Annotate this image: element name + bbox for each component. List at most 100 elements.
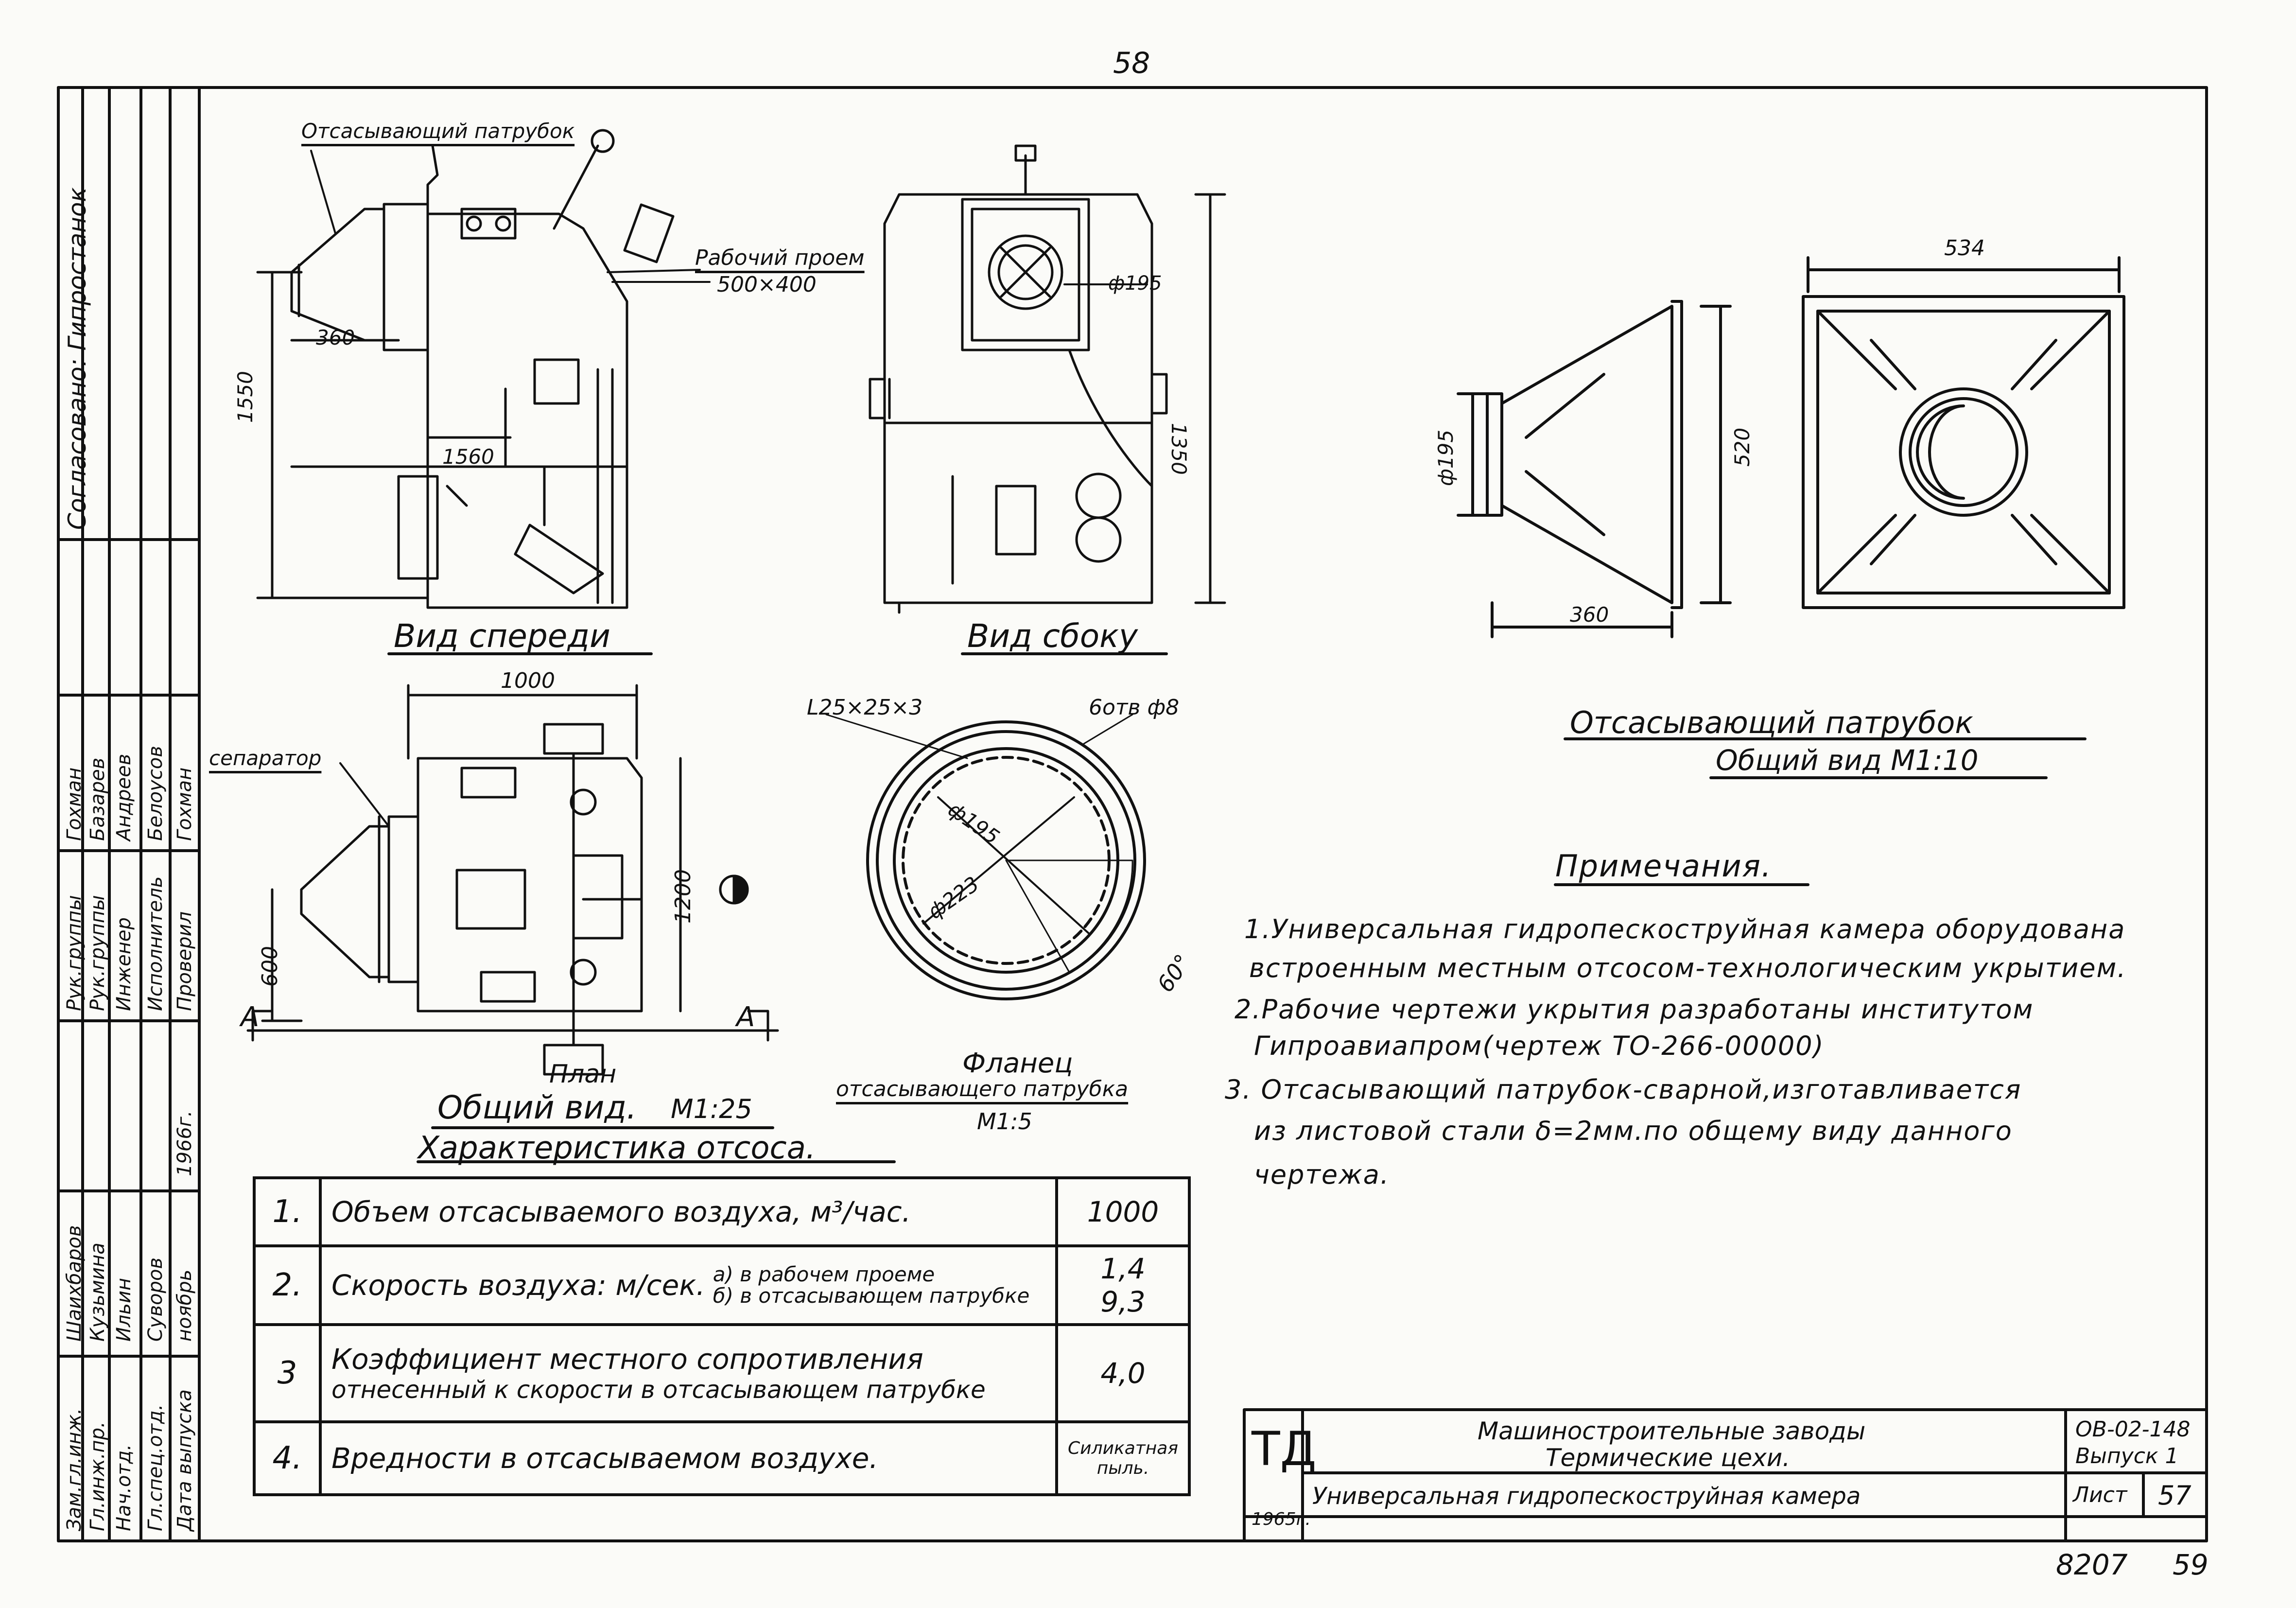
- dim-plan-600: 600: [258, 946, 282, 987]
- dim-plan-1200: 1200: [671, 869, 696, 924]
- flange-holes-label: 6отв ф8: [1089, 695, 1180, 720]
- row-value: 4,0: [1055, 1323, 1191, 1423]
- title-block-logo: ТД: [1252, 1422, 1317, 1476]
- notes-heading: Примечания.: [1555, 848, 1772, 884]
- table-row: 1. Объем отсасываемого воздуха, м³/час. …: [253, 1176, 1191, 1247]
- nozzle-front-view: [1802, 256, 2125, 609]
- row-number: 3: [253, 1323, 322, 1423]
- bottom-right-number: 59: [2173, 1548, 2209, 1581]
- work-opening-size: 500×400: [717, 272, 817, 297]
- dim-nozzle-520: 520: [1730, 427, 1754, 467]
- stamp-name2-3: Андреев: [113, 753, 135, 841]
- row-desc: Вредности в отсасываемом воздухе.: [318, 1420, 1059, 1496]
- dim-nozzle-534: 534: [1944, 236, 1985, 261]
- suction-nozzle-label: Отсасывающий патрубок: [301, 119, 575, 143]
- dim-plan-1000: 1000: [501, 668, 555, 693]
- flange-subtitle: отсасывающего патрубка: [836, 1077, 1129, 1101]
- nozzle-side-view: [1457, 300, 1732, 638]
- stamp-name-4: Суворов: [144, 1257, 167, 1342]
- title-block-frame: [1243, 1408, 2208, 1542]
- side-view-title: Вид сбоку: [967, 617, 1138, 655]
- characteristics-title: Характеристика отсоса.: [418, 1130, 816, 1166]
- bottom-left-number: 8207: [2056, 1548, 2128, 1581]
- section-a-right: А: [736, 1001, 755, 1033]
- flange-title: Фланец: [962, 1048, 1073, 1079]
- stamp-role2-2: Рук.группы: [87, 895, 109, 1011]
- general-view-title: Общий вид.: [437, 1089, 637, 1126]
- row-value: 1000: [1055, 1176, 1191, 1247]
- side-view: [869, 144, 1226, 614]
- dim-front-1560: 1560: [442, 445, 494, 469]
- row-number: 1.: [253, 1176, 322, 1247]
- flange-scale: М1:5: [977, 1108, 1032, 1135]
- work-opening-label: Рабочий проем: [695, 245, 865, 270]
- section-a-left: А: [241, 1001, 260, 1033]
- separator-label: сепаратор: [209, 746, 322, 770]
- note-line-7: чертежа.: [1254, 1159, 1390, 1190]
- row-desc: Скорость воздуха: м/сек. а) в рабочем пр…: [318, 1244, 1059, 1326]
- stamp-name2-4: Белоусов: [144, 746, 167, 841]
- title-block-org-2: Термические цехи.: [1546, 1444, 1791, 1472]
- stamp-name2-2: Базарев: [87, 757, 109, 841]
- title-block-year: 1965г.: [1252, 1509, 1311, 1529]
- characteristics-table: 1. Объем отсасываемого воздуха, м³/час. …: [253, 1176, 1191, 1496]
- flange-angle-label: L25×25×3: [807, 695, 923, 720]
- plan-label: План: [549, 1060, 617, 1089]
- title-block-title: Универсальная гидропескоструйная камера: [1312, 1483, 1861, 1510]
- front-view-title: Вид спереди: [394, 617, 610, 655]
- dim-front-360: 360: [316, 326, 355, 350]
- general-view-scale: М1:25: [671, 1094, 752, 1124]
- row-number: 2.: [253, 1244, 322, 1326]
- plan-view: [246, 684, 779, 1076]
- front-view: [256, 129, 675, 609]
- title-block-sheet-no: 57: [2158, 1480, 2192, 1511]
- nozzle-subtitle: Общий вид М1:10: [1716, 744, 1979, 777]
- row-value: Силикатная пыль.: [1055, 1420, 1191, 1496]
- row-desc: Коэффициент местного сопротивления отнес…: [318, 1323, 1059, 1423]
- dim-nozzle-360: 360: [1570, 603, 1609, 627]
- stamp-name2-5: Гохман: [174, 767, 196, 841]
- stamp-role-4: Гл.спец.отд.: [144, 1404, 167, 1531]
- stamp-role-2: Гл.инж.пр.: [87, 1421, 109, 1531]
- stamp-role2-4: Исполнитель: [144, 876, 167, 1011]
- note-line-6: из листовой стали δ=2мм.по общему виду д…: [1254, 1116, 2013, 1146]
- row-value: 1,4 9,3: [1055, 1244, 1191, 1326]
- stamp-name-3: Ильин: [113, 1277, 135, 1342]
- table-row: 4. Вредности в отсасываемом воздухе. Сил…: [253, 1420, 1191, 1496]
- stamp-role-1: Зам.гл.инж.: [63, 1408, 86, 1531]
- dim-front-1550: 1550: [233, 371, 257, 423]
- title-block-code: ОВ-02-148: [2075, 1417, 2191, 1442]
- title-block-org-1: Машиностроительные заводы: [1478, 1417, 1866, 1445]
- note-line-5: 3. Отсасывающий патрубок-сварной,изготав…: [1225, 1074, 2022, 1105]
- stamp-name2-1: Гохман: [63, 767, 86, 841]
- stamp-role2-3: Инженер: [113, 917, 135, 1011]
- flange-view: [825, 714, 1146, 1000]
- stamp-role2-1: Рук.группы: [63, 895, 86, 1011]
- row-number: 4.: [253, 1420, 322, 1496]
- stamp-agreed: Согласовано: Гипростанок: [63, 187, 91, 530]
- dim-nozzle-d195: ф195: [1434, 429, 1458, 486]
- nozzle-title: Отсасывающий патрубок: [1570, 705, 1973, 740]
- stamp-role-3: Нач.отд.: [113, 1444, 135, 1531]
- speed-label: Скорость воздуха: м/сек.: [331, 1269, 705, 1302]
- stamp-name-1: Шаихбаров: [63, 1225, 86, 1342]
- note-line-4: Гипроавиапром(чертеж ТО-266-00000): [1254, 1031, 1825, 1061]
- speed-subitems: а) в рабочем проеме б) в отсасывающем па…: [713, 1262, 1030, 1308]
- note-line-3: 2.Рабочие чертежи укрытия разработаны ин…: [1235, 994, 2034, 1025]
- dim-side-1350: 1350: [1167, 423, 1191, 475]
- stamp-name-5: ноябрь: [174, 1269, 196, 1342]
- note-line-1: 1.Универсальная гидропескоструйная камер…: [1244, 914, 2126, 944]
- page-number: 58: [1113, 46, 1150, 80]
- note-line-2: встроенным местным отсосом-технологическ…: [1249, 953, 2127, 983]
- stamp-role-5: Дата выпуска: [174, 1389, 196, 1531]
- stamp-date: 1966г.: [174, 1110, 196, 1176]
- dim-side-d195: ф195: [1108, 272, 1162, 295]
- stamp-role2-5: Проверил: [174, 911, 196, 1011]
- title-block-issue: Выпуск 1: [2075, 1444, 2179, 1468]
- title-block-sheet-label: Лист: [2073, 1483, 2127, 1507]
- table-row: 3 Коэффициент местного сопротивления отн…: [253, 1323, 1191, 1423]
- stamp-name-2: Кузьмина: [87, 1242, 109, 1342]
- row-desc: Объем отсасываемого воздуха, м³/час.: [318, 1176, 1059, 1247]
